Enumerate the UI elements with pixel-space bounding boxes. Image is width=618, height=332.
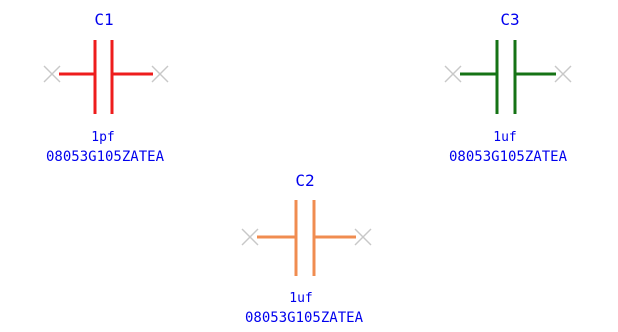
c2-right-pin-marker xyxy=(354,228,372,246)
c2-left-pin-marker xyxy=(241,228,259,246)
c1-ref-label: C1 xyxy=(94,10,113,29)
c2-value-label: 1uf xyxy=(289,291,312,306)
capacitor-c3[interactable]: C3 1uf 08053G105ZATEA xyxy=(444,10,572,165)
c1-value-label: 1pf xyxy=(91,130,114,145)
c1-left-pin-marker xyxy=(43,65,61,83)
c2-ref-label: C2 xyxy=(295,171,314,190)
c3-part-number-label: 08053G105ZATEA xyxy=(449,149,568,165)
c1-symbol[interactable] xyxy=(43,40,169,114)
c1-right-pin-marker xyxy=(151,65,169,83)
c3-value-label: 1uf xyxy=(493,130,516,145)
c3-symbol[interactable] xyxy=(444,40,572,114)
c2-symbol[interactable] xyxy=(241,200,372,276)
c3-left-pin-marker xyxy=(444,65,462,83)
c3-ref-label: C3 xyxy=(500,10,519,29)
capacitor-c1[interactable]: C1 1pf 08053G105ZATEA xyxy=(43,10,169,165)
capacitor-c2[interactable]: C2 1uf 08053G105ZATEA xyxy=(241,171,372,326)
c3-right-pin-marker xyxy=(554,65,572,83)
c1-part-number-label: 08053G105ZATEA xyxy=(46,149,165,165)
c2-part-number-label: 08053G105ZATEA xyxy=(245,310,364,326)
